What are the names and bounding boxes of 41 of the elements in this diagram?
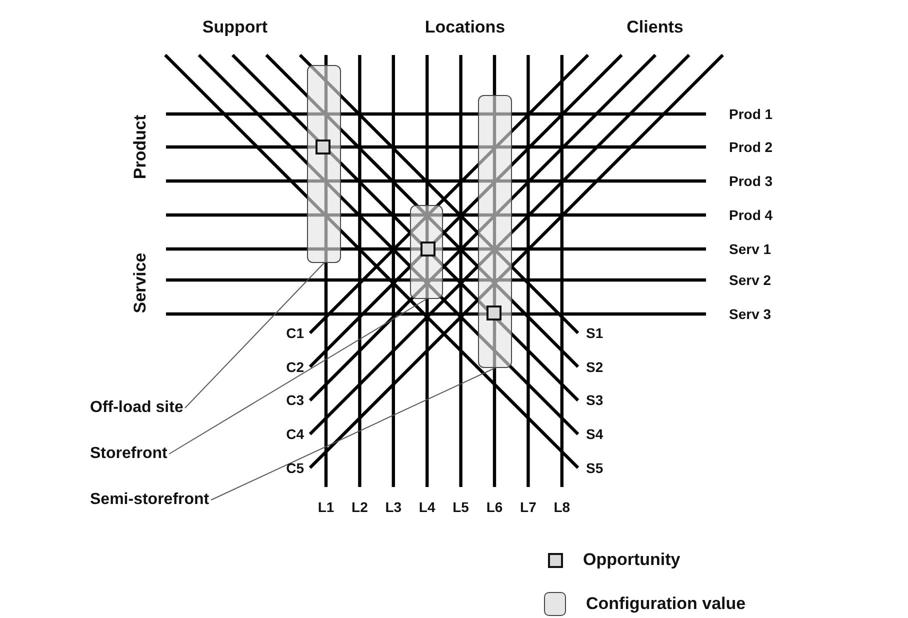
configuration-value-bar xyxy=(307,65,341,263)
axis-label: L6 xyxy=(486,500,503,514)
axis-label: Clients xyxy=(626,18,684,36)
axis-label: S5 xyxy=(586,460,604,475)
axis-label: C1 xyxy=(286,326,304,340)
axis-label: L7 xyxy=(520,500,536,514)
site-type-label: Semi-storefront xyxy=(90,490,210,510)
axis-label: L2 xyxy=(352,500,368,514)
axis-label: L8 xyxy=(554,500,570,514)
axis-label: C4 xyxy=(286,427,304,442)
axis-label: L3 xyxy=(385,500,402,514)
axis-label: Service xyxy=(132,252,148,314)
axis-label: S4 xyxy=(586,427,604,442)
leader-line xyxy=(184,262,324,408)
axis-label: S3 xyxy=(586,393,604,408)
configuration-value-bar xyxy=(410,205,443,299)
axis-label: Prod 1 xyxy=(729,107,773,121)
legend-text: Configuration value xyxy=(586,594,746,614)
axis-label: Locations xyxy=(424,18,506,36)
axis-label: C5 xyxy=(286,460,304,475)
site-type-label: Off-load site xyxy=(90,398,184,418)
axis-label: L4 xyxy=(418,500,436,514)
axis-label: L5 xyxy=(452,500,469,514)
axis-label: Prod 3 xyxy=(729,174,773,188)
configuration-value-bar xyxy=(478,95,512,368)
axis-label: Serv 3 xyxy=(729,307,772,321)
axis-label: C3 xyxy=(286,393,304,408)
site-type-label: Storefront xyxy=(90,444,168,464)
axis-label: Serv 2 xyxy=(729,273,772,287)
axis-label: S2 xyxy=(586,360,604,374)
leader-line xyxy=(168,298,427,454)
axis-label: Prod 4 xyxy=(729,208,773,222)
axis-label: Support xyxy=(202,18,268,36)
axis-label: Product xyxy=(132,114,148,180)
axis-label: Prod 2 xyxy=(729,140,773,154)
legend-text: Opportunity xyxy=(583,550,680,570)
axis-label: Serv 1 xyxy=(729,242,772,256)
axis-label: L1 xyxy=(318,500,334,514)
leader-line xyxy=(210,368,496,500)
axis-label: C2 xyxy=(286,360,304,374)
axis-label: S1 xyxy=(586,326,604,340)
